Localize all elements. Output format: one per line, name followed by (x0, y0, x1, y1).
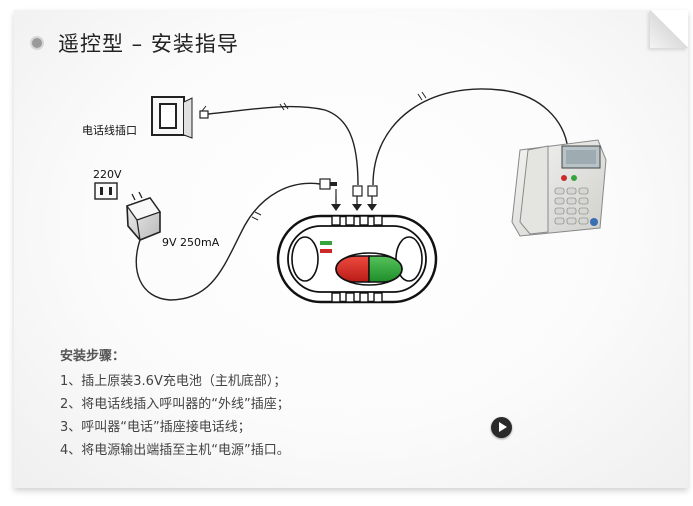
phone-jack-icon (151, 96, 193, 139)
install-steps: 安装步骤： 1、插上原装3.6V充电池（主机底部）； 2、将电话线插入呼叫器的“… (60, 345, 290, 462)
step-item-4: 4、将电源输出端插至主机“电源”插口。 (60, 443, 290, 458)
adapter-label: 9V 250mA (162, 236, 220, 249)
step-item-3: 3、呼叫器“电话”插座接电话线； (60, 420, 251, 435)
steps-heading: 安装步骤： (60, 349, 126, 364)
page-title: 遥控型 – 安装指导 (58, 32, 239, 56)
phone-line-cable (199, 102, 359, 186)
title-row: 遥控型 – 安装指导 (32, 28, 239, 58)
outlet-icon (94, 182, 118, 200)
telephone-icon (511, 139, 607, 237)
bullet-icon (32, 38, 42, 48)
power-adapter-icon (126, 191, 161, 241)
outlet-label: 220V (93, 168, 122, 181)
power-plug (319, 178, 337, 196)
step-item-2: 2、将电话线插入呼叫器的“外线”插座； (60, 397, 290, 412)
pager-device-icon (276, 214, 438, 304)
play-icon[interactable] (491, 417, 512, 438)
telephone-cable (372, 88, 569, 186)
phone-jack-label: 电话线插口 (82, 124, 137, 137)
page-fold-icon (650, 10, 688, 48)
plug-arrows (331, 185, 378, 211)
power-cable (135, 182, 321, 301)
step-item-1: 1、插上原装3.6V充电池（主机底部）； (60, 374, 287, 389)
